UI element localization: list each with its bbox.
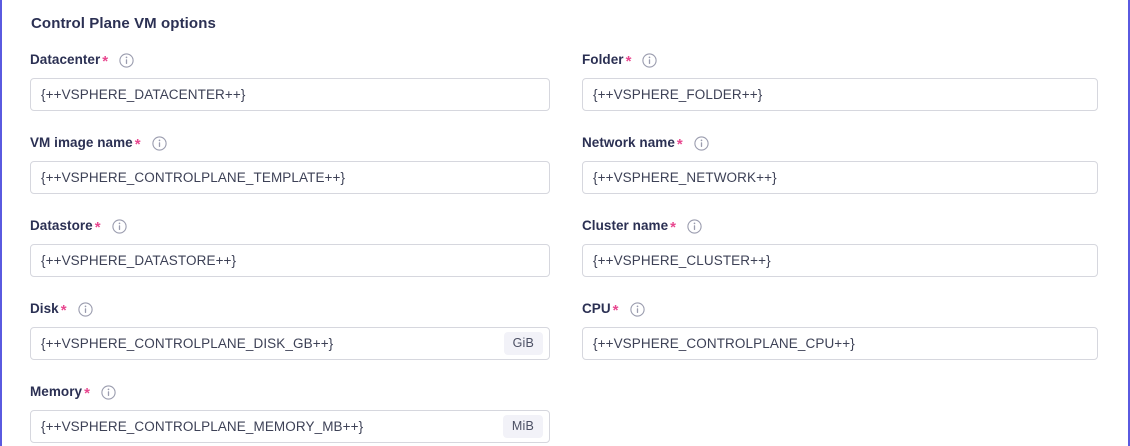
info-circle-icon[interactable] [629,301,645,317]
input-value-folder[interactable]: {++VSPHERE_FOLDER++} [593,87,763,102]
input-value-network-name[interactable]: {++VSPHERE_NETWORK++} [593,170,777,185]
field-label-row-cluster-name: Cluster name* [582,217,1098,235]
required-marker-network-name: * [676,136,683,153]
input-value-datastore[interactable]: {++VSPHERE_DATASTORE++} [41,253,237,268]
field-label-disk: Disk [30,301,59,316]
field-network-name: Network name* {++VSPHERE_NETWORK++} [582,134,1098,194]
field-label-memory: Memory [30,384,83,399]
input-value-disk[interactable]: {++VSPHERE_CONTROLPLANE_DISK_GB++} [41,336,334,351]
panel-left-accent-rail [0,0,2,446]
info-circle-icon[interactable] [687,218,702,234]
field-label-row-memory: Memory* [30,383,550,401]
input-folder[interactable]: {++VSPHERE_FOLDER++} [582,78,1098,111]
field-label-cpu: CPU [582,301,611,316]
input-cluster-name[interactable]: {++VSPHERE_CLUSTER++} [582,244,1098,277]
input-value-cluster-name[interactable]: {++VSPHERE_CLUSTER++} [593,253,771,268]
field-cluster-name: Cluster name* {++VSPHERE_CLUSTER++} [582,217,1098,277]
field-label-row-folder: Folder* [582,51,1098,69]
info-circle-icon[interactable] [77,301,93,317]
required-marker-cluster-name: * [670,219,676,236]
field-label-row-cpu: CPU* [582,300,1098,318]
field-label-vm-image-name: VM image name [30,135,133,150]
required-marker-folder: * [625,53,632,70]
info-circle-icon[interactable] [642,52,658,68]
required-marker-datacenter: * [102,53,109,70]
required-marker-vm-image-name: * [134,136,141,153]
input-value-datacenter[interactable]: {++VSPHERE_DATACENTER++} [41,87,246,102]
input-network-name[interactable]: {++VSPHERE_NETWORK++} [582,161,1098,194]
input-value-cpu[interactable]: {++VSPHERE_CONTROLPLANE_CPU++} [593,336,855,351]
field-memory: Memory* {++VSPHERE_CONTROLPLANE_MEMORY_MB… [30,383,550,443]
field-vm-image-name: VM image name* {++VSPHERE_CONTROLPLANE_TE… [30,134,550,194]
input-value-vm-image-name[interactable]: {++VSPHERE_CONTROLPLANE_TEMPLATE++} [41,170,346,185]
field-label-row-network-name: Network name* [582,134,1098,152]
panel-title: Control Plane VM options [31,15,216,32]
field-folder: Folder* {++VSPHERE_FOLDER++} [582,51,1098,111]
info-circle-icon[interactable] [101,384,116,400]
required-marker-cpu: * [612,302,619,319]
input-cpu[interactable]: {++VSPHERE_CONTROLPLANE_CPU++} [582,327,1098,360]
panel-right-accent-rail [1128,0,1130,446]
info-circle-icon[interactable] [694,135,709,151]
info-circle-icon[interactable] [151,135,167,151]
field-label-datacenter: Datacenter [30,52,101,67]
field-label-row-disk: Disk* [30,300,550,318]
field-label-datastore: Datastore [30,218,93,233]
field-datacenter: Datacenter* {++VSPHERE_DATACENTER++} [30,51,550,111]
input-datacenter[interactable]: {++VSPHERE_DATACENTER++} [30,78,550,111]
field-label-row-vm-image-name: VM image name* [30,134,550,152]
info-circle-icon[interactable] [111,218,127,234]
required-marker-disk: * [60,302,67,319]
required-marker-memory: * [84,385,90,402]
unit-badge-memory: MiB [502,415,543,438]
form-grid: Datacenter*{++VSPHERE_DATACENTER++}Folde… [30,51,1098,446]
unit-badge-disk: GiB [503,332,543,355]
input-memory[interactable]: {++VSPHERE_CONTROLPLANE_MEMORY_MB++} MiB [30,410,550,443]
input-vm-image-name[interactable]: {++VSPHERE_CONTROLPLANE_TEMPLATE++} [30,161,550,194]
field-label-folder: Folder [582,52,624,67]
field-label-row-datacenter: Datacenter* [30,51,550,69]
field-label-network-name: Network name [582,135,675,150]
input-disk[interactable]: {++VSPHERE_CONTROLPLANE_DISK_GB++} GiB [30,327,550,360]
required-marker-datastore: * [94,219,101,236]
input-datastore[interactable]: {++VSPHERE_DATASTORE++} [30,244,550,277]
info-circle-icon[interactable] [119,52,134,68]
field-cpu: CPU* {++VSPHERE_CONTROLPLANE_CPU++} [582,300,1098,360]
field-label-row-datastore: Datastore* [30,217,550,235]
field-disk: Disk* {++VSPHERE_CONTROLPLANE_DISK_GB++} G… [30,300,550,360]
input-value-memory[interactable]: {++VSPHERE_CONTROLPLANE_MEMORY_MB++} [41,419,364,434]
field-label-cluster-name: Cluster name [582,218,669,233]
field-datastore: Datastore* {++VSPHERE_DATASTORE++} [30,217,550,277]
